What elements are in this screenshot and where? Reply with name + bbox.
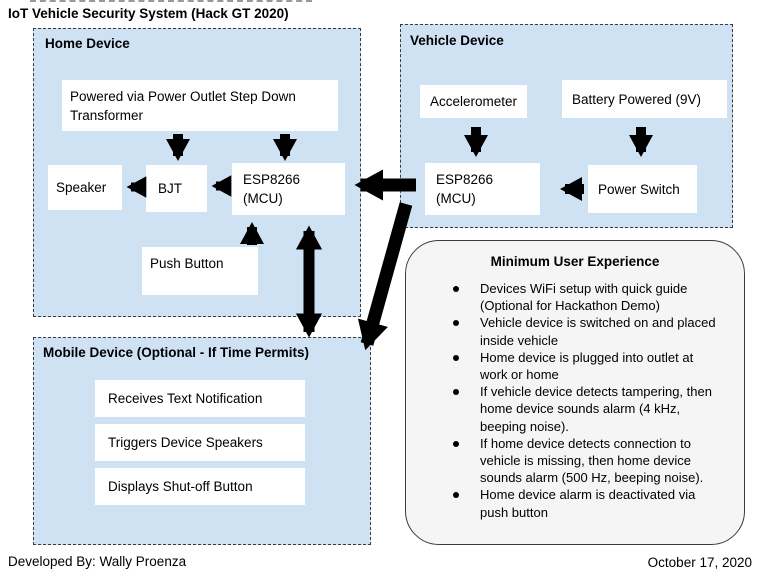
page-title: IoT Vehicle Security System (Hack GT 202… xyxy=(8,6,289,21)
mobile-device-label: Mobile Device (Optional - If Time Permit… xyxy=(43,345,310,360)
node-battery: Battery Powered (9V) xyxy=(562,80,727,118)
mue-bullet: Devices WiFi setup with quick guide (Opt… xyxy=(453,280,718,314)
mue-bullet: If vehicle device detects tampering, the… xyxy=(453,383,718,435)
mue-bullet: Home device alarm is deactivated via pus… xyxy=(453,486,718,520)
cropped-dashed-line xyxy=(30,0,312,2)
node-home-esp8266: ESP8266 (MCU) xyxy=(232,163,345,215)
node-speaker: Speaker xyxy=(48,165,122,210)
mue-bullet-list: Devices WiFi setup with quick guide (Opt… xyxy=(406,280,744,521)
node-push-button: Push Button xyxy=(142,247,258,295)
node-device-speakers: Triggers Device Speakers xyxy=(95,424,305,461)
developed-by-text: Developed By: Wally Proenza xyxy=(8,554,187,569)
date-text: October 17, 2020 xyxy=(647,555,752,570)
node-text-notification: Receives Text Notification xyxy=(95,380,305,417)
mue-bullet: Home device is plugged into outlet at wo… xyxy=(453,349,718,383)
node-vehicle-esp8266: ESP8266 (MCU) xyxy=(425,163,540,215)
node-bjt: BJT xyxy=(146,165,207,212)
node-power-transformer: Powered via Power Outlet Step Down Trans… xyxy=(62,80,338,131)
mue-bullet: Vehicle device is switched on and placed… xyxy=(453,314,718,348)
node-accelerometer: Accelerometer xyxy=(420,85,527,118)
node-power-switch: Power Switch xyxy=(588,165,697,213)
vehicle-device-label: Vehicle Device xyxy=(410,33,504,48)
minimum-user-experience-box: Minimum User Experience Devices WiFi set… xyxy=(405,240,745,545)
mue-bullet: If home device detects connection to veh… xyxy=(453,435,718,487)
home-device-label: Home Device xyxy=(45,36,130,51)
node-shutoff-button: Displays Shut-off Button xyxy=(95,468,305,505)
mue-title: Minimum User Experience xyxy=(490,254,660,269)
